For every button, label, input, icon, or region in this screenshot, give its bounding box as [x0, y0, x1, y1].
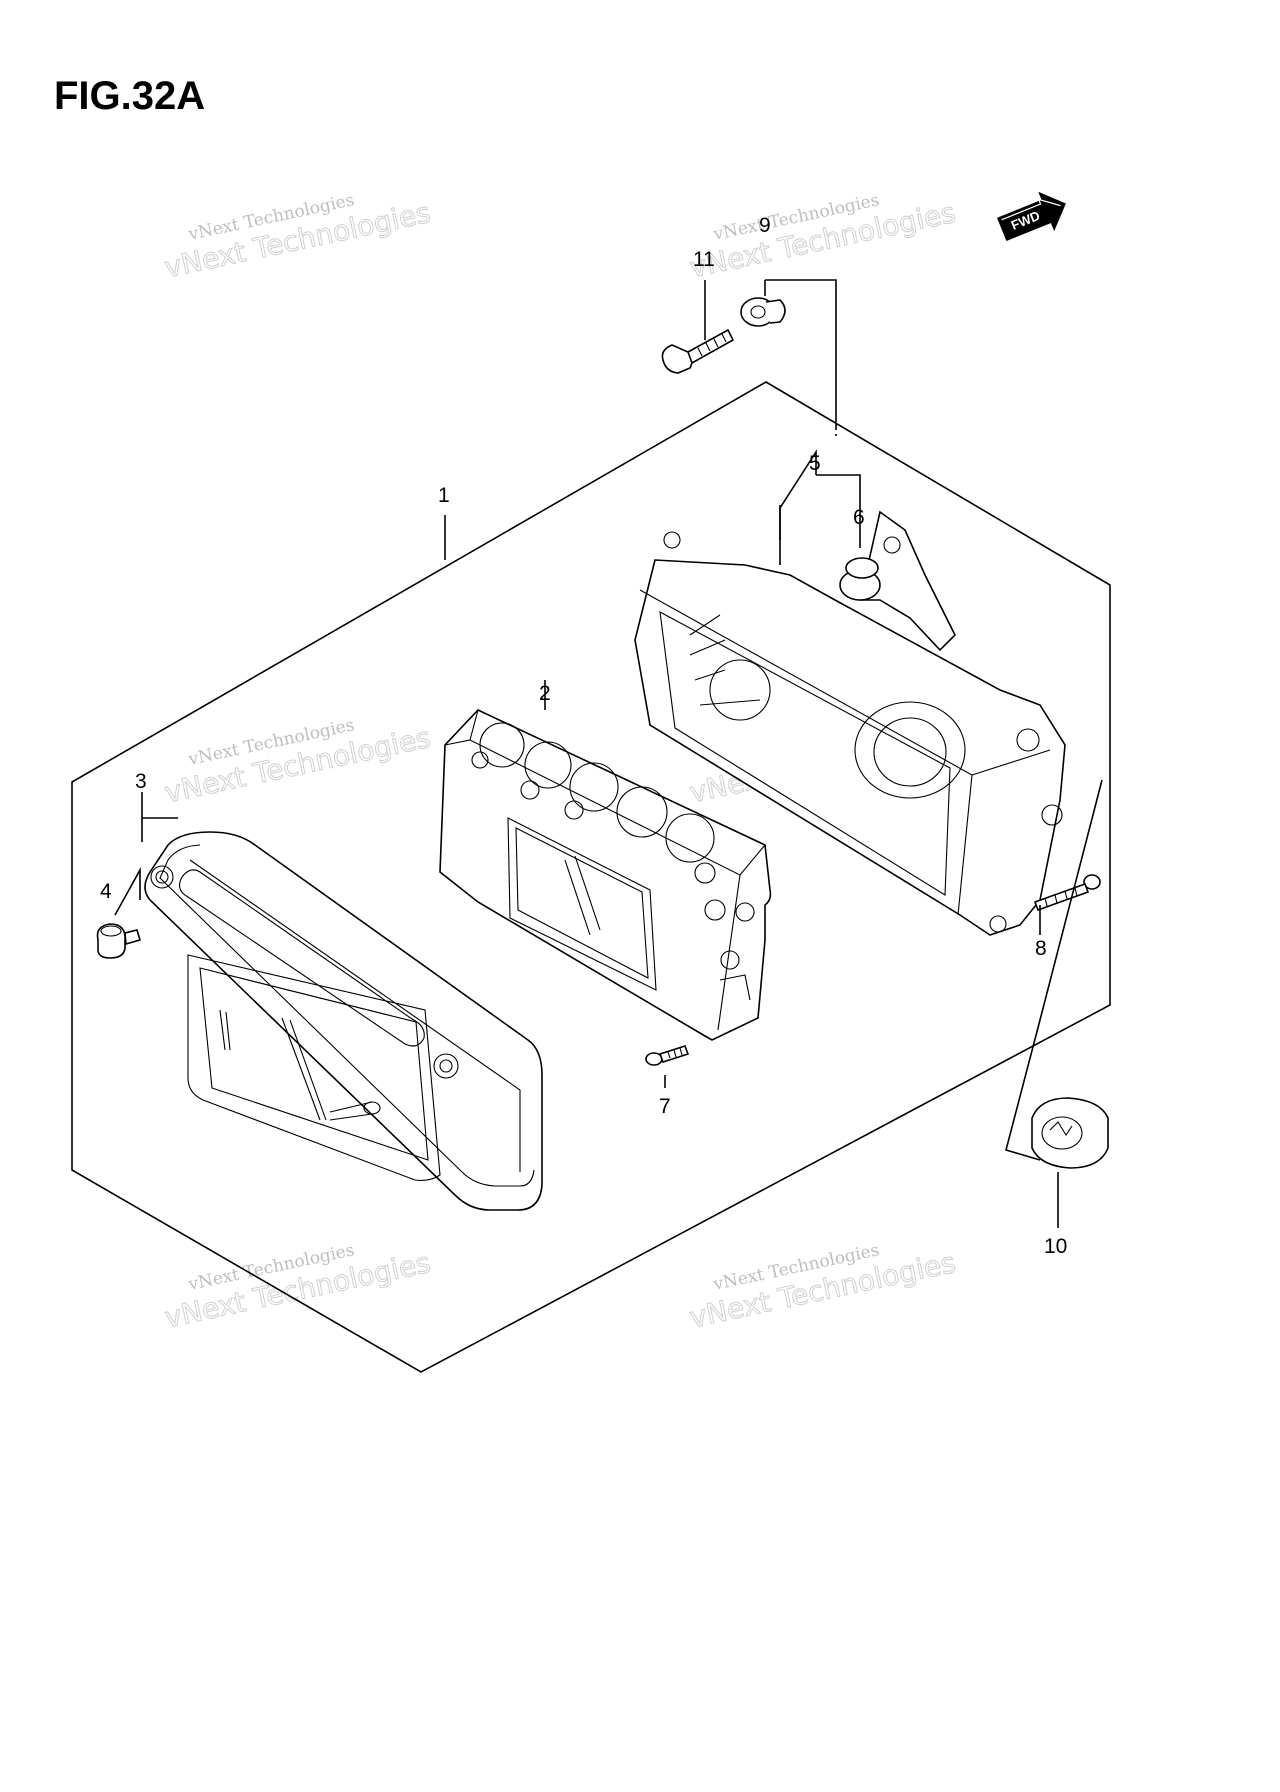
callout-4: 4	[100, 880, 112, 903]
sealed-beam-unit-part	[439, 709, 772, 1041]
fwd-arrow-icon: FWD	[997, 191, 1066, 242]
callout-11: 11	[693, 248, 715, 271]
callout-6: 6	[853, 506, 865, 529]
assembly-outline	[71, 381, 1111, 1373]
callout-1: 1	[438, 484, 450, 507]
callout-8: 8	[1035, 937, 1047, 960]
collar-part-9	[740, 297, 786, 327]
cap-part-10	[1031, 1097, 1109, 1169]
screw-part-4	[96, 923, 141, 959]
callout-3: 3	[135, 770, 147, 793]
rear-housing-part	[634, 510, 1066, 936]
callout-labels: 1 2 3 4 5 6 7 8 9 10 11	[100, 214, 1067, 1258]
callout-5: 5	[809, 452, 821, 475]
callout-2: 2	[539, 682, 551, 705]
leader-lines	[114, 279, 1103, 1228]
front-bezel-part	[144, 831, 543, 1211]
callout-9: 9	[759, 214, 771, 237]
screw-part-7	[645, 1045, 690, 1066]
screw-part-8	[1033, 874, 1101, 912]
bolt-part-11	[661, 328, 735, 374]
grommet-part-6	[839, 557, 881, 601]
callout-10: 10	[1044, 1235, 1067, 1258]
figure-title: FIG.32A	[54, 74, 206, 118]
callout-7: 7	[659, 1095, 671, 1118]
